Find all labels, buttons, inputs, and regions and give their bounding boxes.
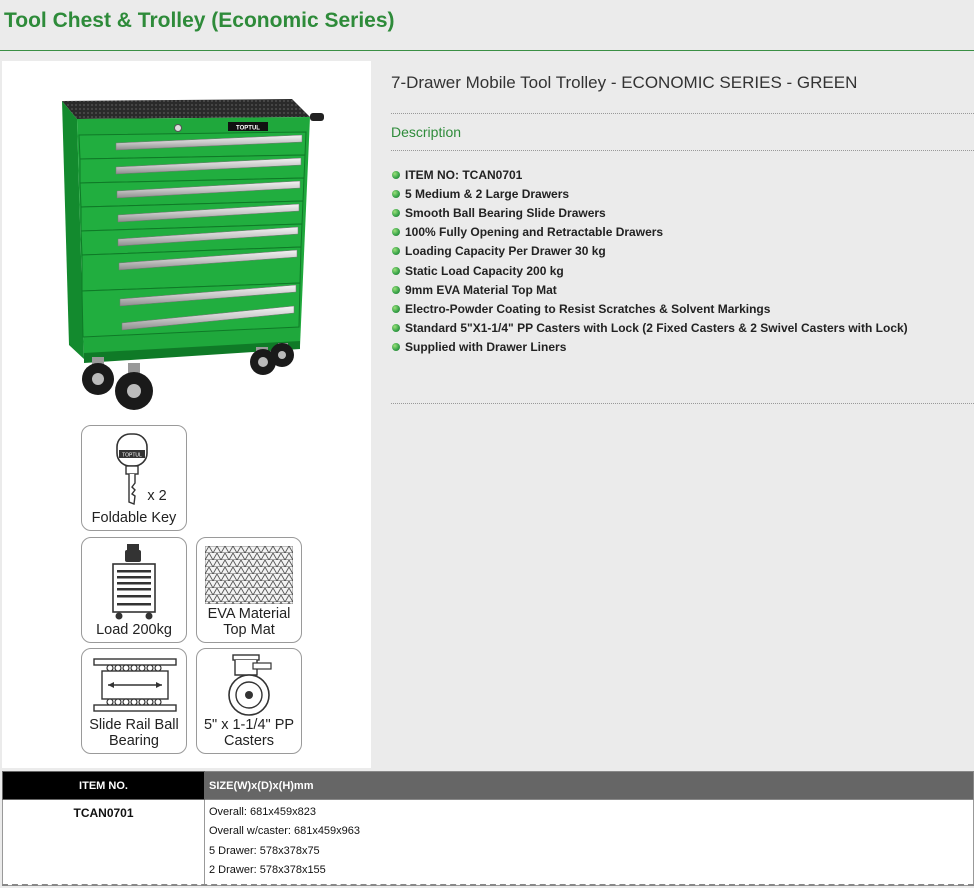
feature-item: Smooth Ball Bearing Slide Drawers (392, 203, 908, 222)
table-row: TCAN0701 Overall: 681x459x823 Overall w/… (2, 798, 974, 887)
size-line: 2 Drawer: 578x378x155 (209, 863, 326, 876)
page-title: Tool Chest & Trolley (Economic Series) (4, 9, 395, 32)
key-icon: TOPTUL (116, 433, 148, 505)
bullet-icon (392, 228, 400, 237)
feature-item: Static Load Capacity 200 kg (392, 261, 908, 280)
description-heading[interactable]: Description (391, 124, 462, 140)
feature-list: ITEM NO: TCAN0701 5 Medium & 2 Large Dra… (392, 165, 908, 357)
bullet-icon (392, 189, 400, 198)
size-line: Overall: 681x459x823 (209, 806, 317, 818)
table-bottom-border (2, 884, 974, 886)
mat-texture-icon (205, 546, 293, 604)
foldable-key-badge: TOPTUL x 2 Foldable Key (81, 425, 187, 531)
foldable-key-label: Foldable Key (91, 510, 177, 526)
bullet-icon (392, 285, 400, 294)
caster-badge: 5" x 1-1/4" PP Casters (196, 648, 302, 754)
slide-rail-line2: Bearing (109, 733, 159, 749)
feature-item: Supplied with Drawer Liners (392, 338, 908, 357)
load-capacity-badge: Load 200kg (81, 537, 187, 643)
description-dotted-divider (391, 150, 974, 151)
eva-mat-badge: EVA Material Top Mat (196, 537, 302, 643)
bullet-icon (392, 324, 400, 333)
key-count: x 2 (147, 488, 167, 504)
bullet-icon (392, 304, 400, 313)
tool-trolley-image[interactable]: TOPTUL (42, 91, 342, 413)
feature-item: Loading Capacity Per Drawer 30 kg (392, 242, 908, 261)
title-dotted-divider (391, 113, 974, 114)
header-item-no: ITEM NO. (2, 771, 205, 800)
load-capacity-label: Load 200kg (96, 622, 172, 638)
slide-rail-badge: Slide Rail Ball Bearing (81, 648, 187, 754)
slide-rail-line1: Slide Rail Ball (89, 717, 179, 733)
ball-bearing-rail-icon (93, 658, 177, 712)
product-image-panel: TOPTUL (2, 61, 371, 768)
eva-mat-line2: Top Mat (223, 622, 275, 638)
caster-line2: Casters (224, 733, 274, 749)
bullet-icon (392, 266, 400, 275)
size-cell: Overall: 681x459x823 Overall w/caster: 6… (204, 798, 974, 887)
bullet-icon (392, 208, 400, 217)
product-title: 7-Drawer Mobile Tool Trolley - ECONOMIC … (391, 73, 858, 92)
size-line: Overall w/caster: 681x459x963 (209, 825, 361, 838)
feature-item: 5 Medium & 2 Large Drawers (392, 184, 908, 203)
feature-item: Standard 5"X1-1/4" PP Casters with Lock … (392, 319, 908, 338)
brand-plate-text: TOPTUL (236, 126, 260, 132)
feature-item: 100% Fully Opening and Retractable Drawe… (392, 223, 908, 242)
title-divider (0, 50, 974, 51)
bullet-icon (392, 343, 400, 352)
bullet-icon (392, 170, 400, 179)
item-no-cell: TCAN0701 (2, 798, 205, 887)
eva-mat-line1: EVA Material (207, 606, 291, 622)
size-line: 5 Drawer: 578x378x75 (209, 844, 320, 857)
caster-wheel-icon (228, 654, 272, 716)
table-header-row: ITEM NO. SIZE(W)x(D)x(H)mm (2, 771, 974, 800)
caster-line1: 5" x 1-1/4" PP (203, 717, 295, 733)
feature-item: 9mm EVA Material Top Mat (392, 280, 908, 299)
header-size: SIZE(W)x(D)x(H)mm (204, 771, 974, 800)
spec-table: ITEM NO. SIZE(W)x(D)x(H)mm TCAN0701 Over… (2, 771, 974, 887)
feature-item: Electro-Powder Coating to Resist Scratch… (392, 299, 908, 318)
trolley-load-icon (112, 544, 156, 620)
feature-item: ITEM NO: TCAN0701 (392, 165, 908, 184)
bullet-icon (392, 247, 400, 256)
svg-text:TOPTUL: TOPTUL (122, 453, 142, 459)
features-bottom-divider (391, 403, 974, 404)
